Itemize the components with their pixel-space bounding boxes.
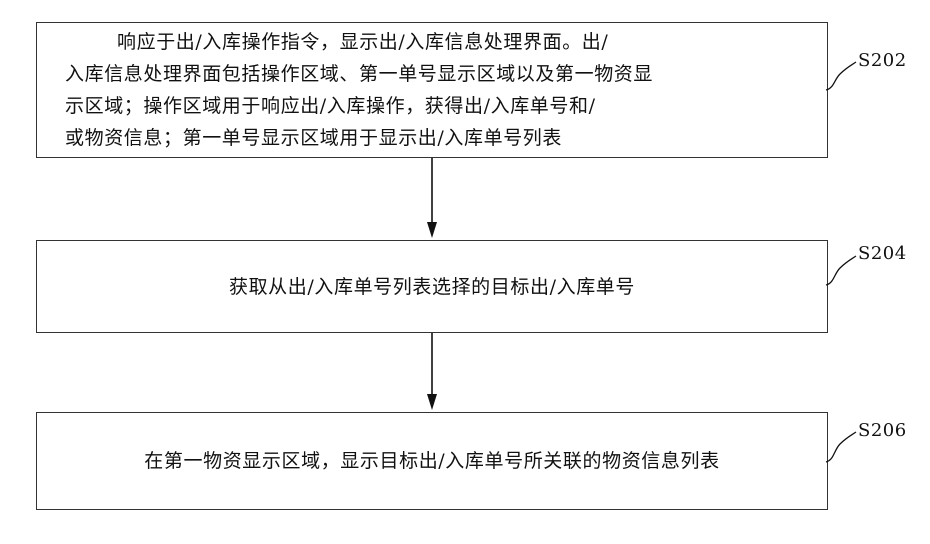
- step-s202-line-3: 示区域；操作区域用于响应出/入库操作，获得出/入库单号和/: [65, 90, 596, 122]
- leader-s202: [826, 62, 856, 90]
- step-box-s202: 响应于出/入库操作指令，显示出/入库信息处理界面。出/ 入库信息处理界面包括操作…: [36, 22, 828, 158]
- arrow-s202-to-s204: [427, 158, 437, 238]
- step-s204-text: 获取从出/入库单号列表选择的目标出/入库单号: [229, 271, 635, 303]
- step-box-s206: 在第一物资显示区域，显示目标出/入库单号所关联的物资信息列表: [36, 412, 828, 510]
- step-label-s202: S202: [858, 50, 907, 71]
- step-s202-line-1: 响应于出/入库操作指令，显示出/入库信息处理界面。出/: [65, 26, 608, 58]
- step-s202-line-2: 入库信息处理界面包括操作区域、第一单号显示区域以及第一物资显: [65, 58, 653, 90]
- step-s202-line-4: 或物资信息；第一单号显示区域用于显示出/入库单号列表: [65, 122, 562, 154]
- step-s202-text: 响应于出/入库操作指令，显示出/入库信息处理界面。出/ 入库信息处理界面包括操作…: [37, 26, 827, 154]
- step-label-s206: S206: [858, 420, 907, 441]
- arrow-s204-to-s206: [427, 333, 437, 410]
- step-s206-text: 在第一物资显示区域，显示目标出/入库单号所关联的物资信息列表: [144, 445, 719, 477]
- step-label-s204: S204: [858, 243, 907, 264]
- leader-s204: [826, 256, 856, 285]
- step-box-s204: 获取从出/入库单号列表选择的目标出/入库单号: [36, 240, 828, 333]
- leader-s206: [826, 432, 856, 462]
